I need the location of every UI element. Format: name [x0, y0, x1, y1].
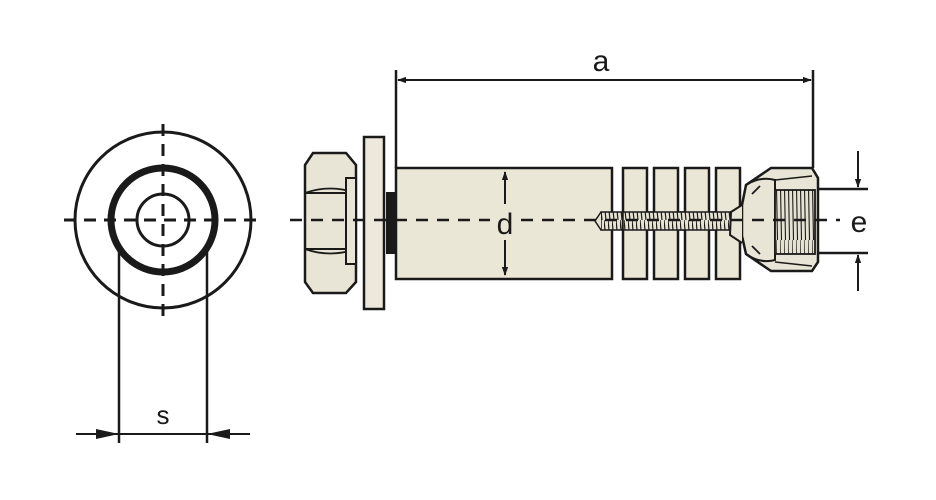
s-arrow-right [207, 429, 230, 439]
s-arrow-left [96, 429, 119, 439]
label-a: a [593, 45, 610, 78]
side-view: a d e [290, 45, 875, 311]
hex-nut [303, 151, 358, 295]
front-view: s [64, 124, 262, 443]
label-s: s [157, 400, 170, 430]
label-e: e [851, 206, 868, 239]
washer [362, 135, 386, 311]
spacer-ring [386, 192, 395, 254]
label-d: d [497, 208, 514, 241]
